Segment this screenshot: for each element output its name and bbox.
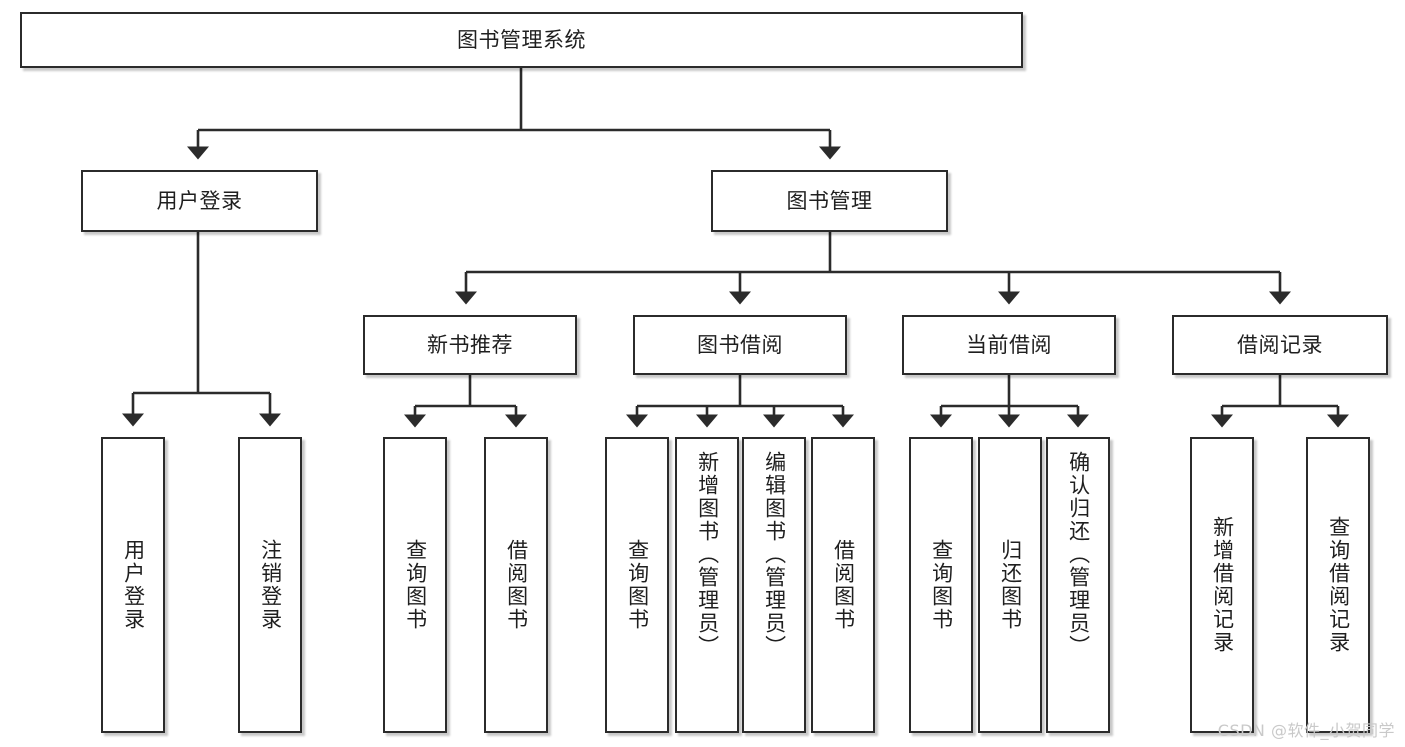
node-book-manage-label: 图书管理 <box>786 188 873 213</box>
node-leaf-add-borrow-record[interactable]: 新增借阅记录 <box>1190 437 1254 733</box>
node-book-borrow-label: 图书借阅 <box>697 332 783 357</box>
node-new-book-recommend[interactable]: 新书推荐 <box>363 315 577 375</box>
node-leaf-add-book-admin[interactable]: 新增图书（管理员） <box>675 437 739 733</box>
node-leaf-query-book-3-label: 查询图书 <box>929 539 954 631</box>
node-leaf-confirm-return-admin-label: 确认归还（管理员） <box>1066 451 1091 658</box>
node-new-book-recommend-label: 新书推荐 <box>427 332 513 357</box>
node-borrow-record[interactable]: 借阅记录 <box>1172 315 1388 375</box>
node-leaf-user-login[interactable]: 用户登录 <box>101 437 165 733</box>
node-leaf-query-borrow-record[interactable]: 查询借阅记录 <box>1306 437 1370 733</box>
node-leaf-borrow-book-1[interactable]: 借阅图书 <box>484 437 548 733</box>
node-leaf-return-book-label: 归还图书 <box>998 539 1023 631</box>
node-book-manage[interactable]: 图书管理 <box>711 170 948 232</box>
node-leaf-borrow-book-2-label: 借阅图书 <box>831 539 856 631</box>
node-leaf-query-book-3[interactable]: 查询图书 <box>909 437 973 733</box>
node-leaf-logout-login-label: 注销登录 <box>258 539 283 631</box>
csdn-watermark: CSDN @软件_小贺同学 <box>1217 721 1395 740</box>
node-leaf-confirm-return-admin[interactable]: 确认归还（管理员） <box>1046 437 1110 733</box>
node-leaf-query-book-1[interactable]: 查询图书 <box>383 437 447 733</box>
node-leaf-user-login-label: 用户登录 <box>121 539 146 631</box>
node-leaf-borrow-book-2[interactable]: 借阅图书 <box>811 437 875 733</box>
node-leaf-borrow-book-1-label: 借阅图书 <box>504 539 529 631</box>
node-current-borrow-label: 当前借阅 <box>966 332 1052 357</box>
node-root-label: 图书管理系统 <box>457 27 586 52</box>
node-leaf-query-book-1-label: 查询图书 <box>403 539 428 631</box>
node-leaf-edit-book-admin[interactable]: 编辑图书（管理员） <box>742 437 806 733</box>
node-book-borrow[interactable]: 图书借阅 <box>633 315 847 375</box>
node-leaf-edit-book-admin-label: 编辑图书（管理员） <box>762 451 787 658</box>
node-current-borrow[interactable]: 当前借阅 <box>902 315 1116 375</box>
node-root[interactable]: 图书管理系统 <box>20 12 1023 68</box>
node-user-login[interactable]: 用户登录 <box>81 170 318 232</box>
node-borrow-record-label: 借阅记录 <box>1237 332 1323 357</box>
node-leaf-add-borrow-record-label: 新增借阅记录 <box>1210 516 1235 654</box>
node-leaf-add-book-admin-label: 新增图书（管理员） <box>695 451 720 658</box>
node-user-login-label: 用户登录 <box>156 188 243 213</box>
node-leaf-query-book-2[interactable]: 查询图书 <box>605 437 669 733</box>
node-leaf-logout-login[interactable]: 注销登录 <box>238 437 302 733</box>
node-leaf-query-borrow-record-label: 查询借阅记录 <box>1326 516 1351 654</box>
node-leaf-return-book[interactable]: 归还图书 <box>978 437 1042 733</box>
node-leaf-query-book-2-label: 查询图书 <box>625 539 650 631</box>
